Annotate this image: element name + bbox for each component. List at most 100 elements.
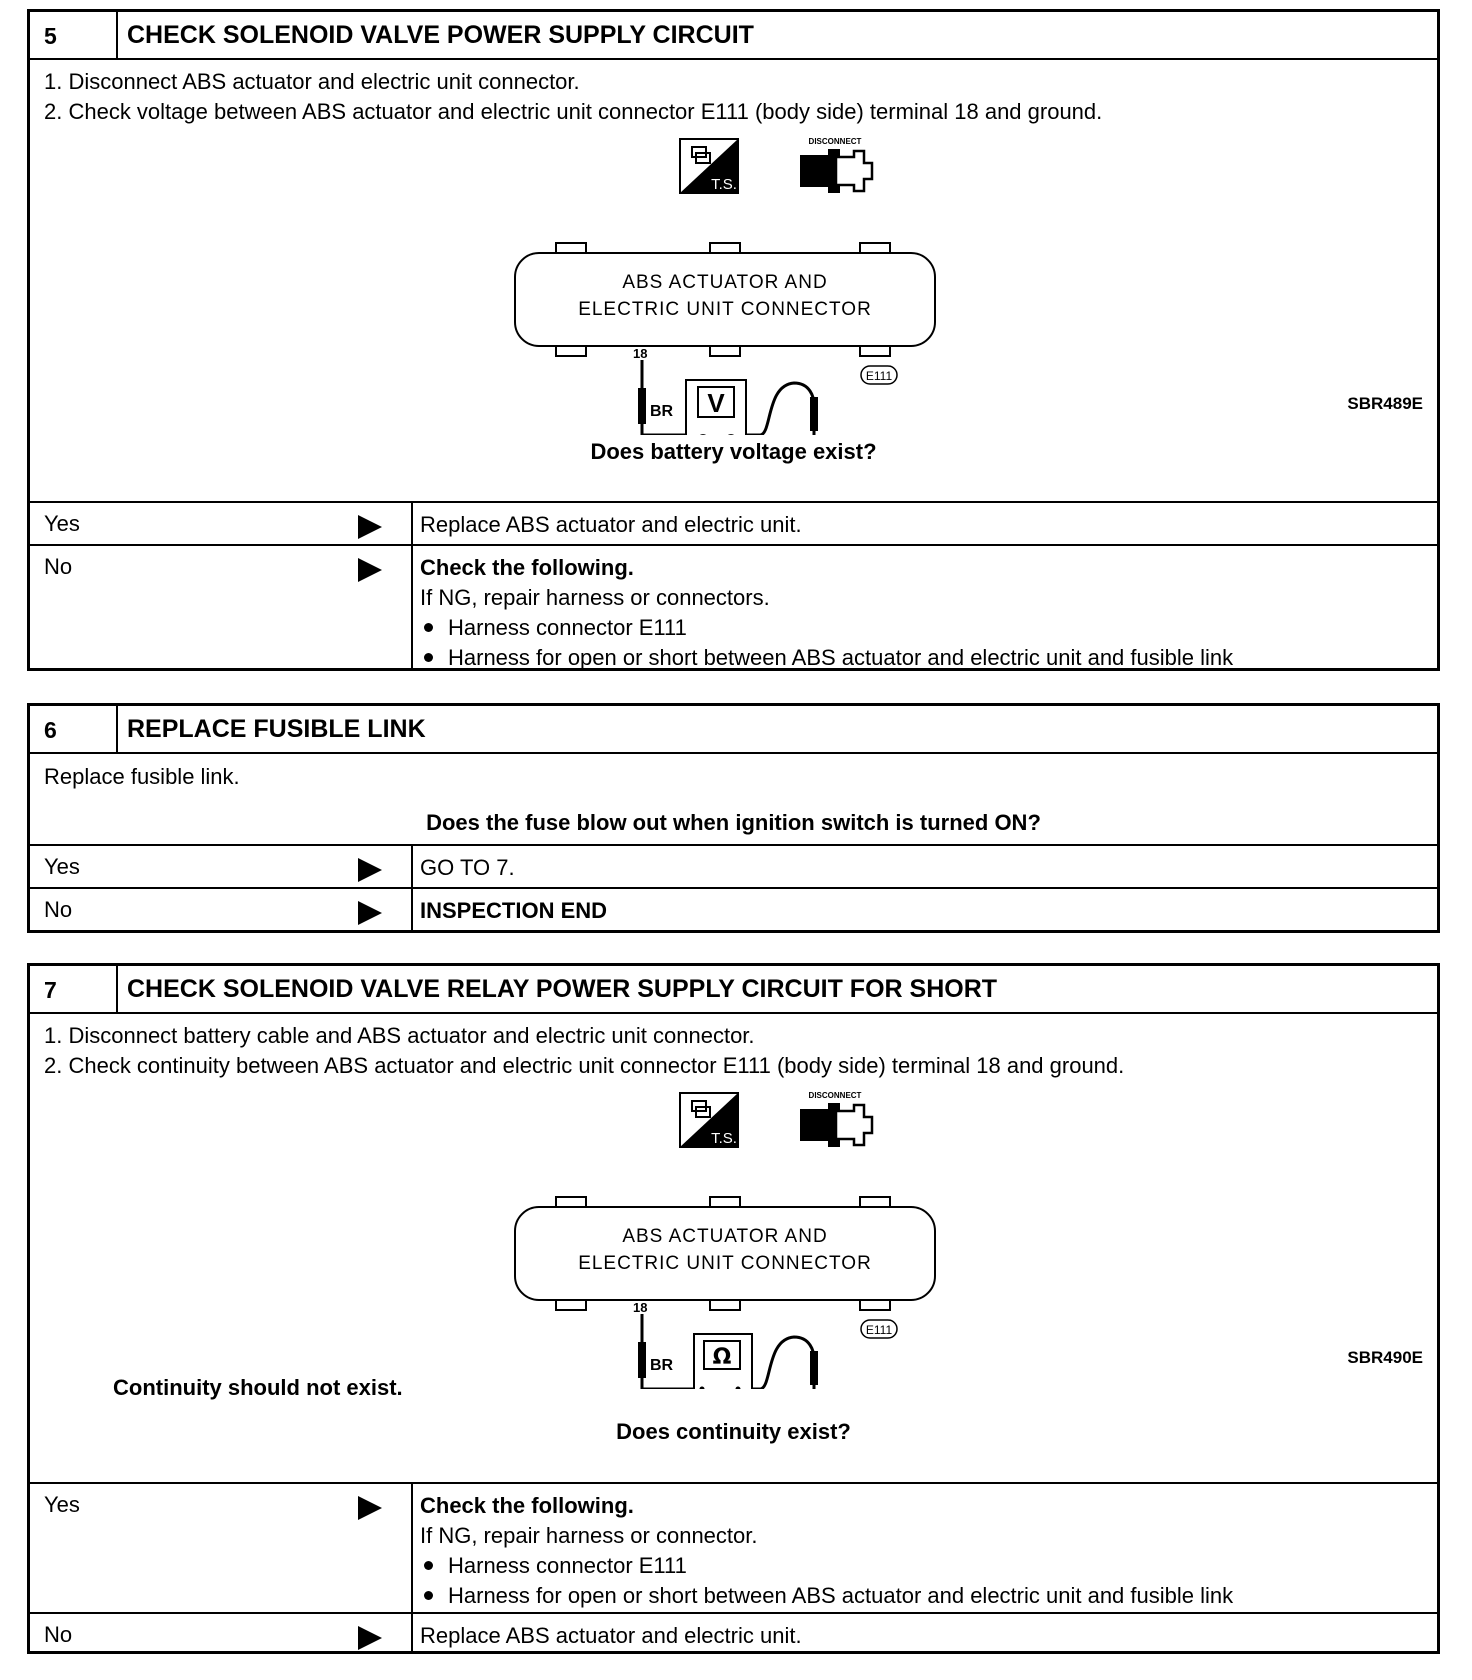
probe-wiring [638, 360, 818, 435]
connector-label-1: ABS ACTUATOR AND [622, 1226, 827, 1247]
ts-icon: T.S. [679, 138, 739, 194]
no-result: Replace ABS actuator and electric unit. [420, 1623, 802, 1648]
step-5-header: 5 CHECK SOLENOID VALVE POWER SUPPLY CIRC… [30, 12, 1437, 60]
question: Does continuity exist? [616, 1419, 851, 1444]
connector-label-1: ABS ACTUATOR AND [622, 272, 827, 293]
question: Does battery voltage exist? [590, 439, 877, 464]
step-6-header: 6 REPLACE FUSIBLE LINK [30, 706, 1437, 754]
arrow-icon [358, 1496, 382, 1520]
no-label: No [44, 1622, 73, 1647]
connector-body [514, 242, 936, 357]
probe-wiring [638, 1314, 818, 1389]
terminal-number: 18 [633, 346, 647, 361]
yes-label-cell: Yes [30, 503, 413, 544]
instruction-1: Replace fusible link. [44, 764, 240, 789]
svg-text:DISCONNECT: DISCONNECT [809, 137, 862, 146]
bullet-icon [420, 1551, 448, 1581]
voltage-check-diagram: T.S. DISCONNECT ABS ACTUATOR AND ELECTRI… [514, 137, 936, 435]
terminal-number: 18 [633, 1300, 647, 1315]
svg-text:V: V [707, 388, 725, 418]
yes-label: Yes [44, 854, 80, 879]
yes-label: Yes [44, 511, 80, 536]
connector-id-badge: E111 [860, 1319, 898, 1339]
no-label-cell: No [30, 889, 413, 932]
yes-label-cell: Yes [30, 846, 413, 887]
yes-row: Yes Replace ABS actuator and electric un… [30, 503, 1437, 546]
yes-row: Yes Check the following. If NG, repair h… [30, 1484, 1437, 1614]
yes-result: GO TO 7. [420, 855, 515, 880]
no-row: No INSPECTION END [30, 889, 1437, 932]
svg-text:T.S.: T.S. [711, 176, 737, 193]
arrow-icon [358, 1626, 382, 1650]
connector-label-2: ELECTRIC UNIT CONNECTOR [578, 1253, 872, 1274]
step-title: REPLACE FUSIBLE LINK [127, 715, 426, 743]
step-number: 5 [30, 12, 118, 58]
svg-text:⊕: ⊕ [696, 430, 710, 435]
bullet-icon [420, 613, 448, 643]
yes-result: Check the following. If NG, repair harne… [413, 1484, 1437, 1612]
no-result: Check the following. If NG, repair harne… [413, 546, 1437, 670]
yes-label-cell: Yes [30, 1484, 413, 1612]
ohmmeter: Ω [693, 1333, 753, 1389]
svg-text:Ω: Ω [713, 1345, 732, 1370]
step-7-block: 7 CHECK SOLENOID VALVE RELAY POWER SUPPL… [27, 963, 1440, 1654]
expected-result-note: Continuity should not exist. [113, 1375, 403, 1400]
bullet-item: Harness connector E111 [420, 1551, 1437, 1581]
arrow-icon [358, 858, 382, 882]
no-row: No Replace ABS actuator and electric uni… [30, 1614, 1437, 1654]
connector-id-badge: E111 [860, 365, 898, 385]
yes-result: Replace ABS actuator and electric unit. [420, 512, 802, 537]
svg-text:E111: E111 [866, 1323, 893, 1337]
bullet-item: Harness connector E111 [420, 613, 1437, 643]
step-number: 6 [30, 706, 118, 752]
question: Does the fuse blow out when ignition swi… [426, 810, 1041, 835]
no-label: No [44, 897, 73, 922]
no-label: No [44, 554, 73, 579]
step-5-block: 5 CHECK SOLENOID VALVE POWER SUPPLY CIRC… [27, 9, 1440, 671]
instruction-1: 1. Disconnect battery cable and ABS actu… [44, 1023, 755, 1048]
disconnect-icon: DISCONNECT [800, 1091, 874, 1147]
bullet-icon [420, 1581, 448, 1611]
figure-id: SBR490E [1347, 1348, 1423, 1367]
wire-color: BR [650, 1357, 674, 1374]
instruction-2: 2. Check voltage between ABS actuator an… [44, 99, 1103, 124]
arrow-icon [358, 558, 382, 582]
connector-label-2: ELECTRIC UNIT CONNECTOR [578, 299, 872, 320]
no-result: INSPECTION END [420, 898, 608, 923]
yes-label: Yes [44, 1492, 80, 1517]
step-7-header: 7 CHECK SOLENOID VALVE RELAY POWER SUPPL… [30, 966, 1437, 1014]
no-label-cell: No [30, 546, 413, 670]
connector-body [514, 1196, 936, 1311]
continuity-check-diagram: T.S. DISCONNECT ABS ACTUATOR AND ELECTRI… [514, 1091, 936, 1389]
no-label-cell: No [30, 1614, 413, 1654]
step-number: 7 [30, 966, 118, 1012]
instruction-2: 2. Check continuity between ABS actuator… [44, 1053, 1125, 1078]
disconnect-icon: DISCONNECT [800, 137, 874, 193]
figure-id: SBR489E [1347, 394, 1423, 413]
svg-text:DISCONNECT: DISCONNECT [809, 1091, 862, 1100]
step-5-body: 1. Disconnect ABS actuator and electric … [30, 60, 1437, 503]
step-6-body: Replace fusible link. Does the fuse blow… [30, 754, 1437, 846]
result-heading: Check the following. [420, 555, 634, 580]
svg-text:⊖: ⊖ [724, 430, 738, 435]
ts-icon: T.S. [679, 1092, 739, 1148]
result-subtext: If NG, repair harness or connectors. [420, 585, 770, 610]
bullet-item: Harness for open or short between ABS ac… [420, 1581, 1437, 1611]
instruction-1: 1. Disconnect ABS actuator and electric … [44, 69, 580, 94]
bullet-icon [420, 643, 448, 673]
yes-row: Yes GO TO 7. [30, 846, 1437, 889]
result-heading: Check the following. [420, 1493, 634, 1518]
result-subtext: If NG, repair harness or connector. [420, 1523, 758, 1548]
svg-text:T.S.: T.S. [711, 1130, 737, 1147]
wire-color: BR [650, 403, 674, 420]
step-title: CHECK SOLENOID VALVE RELAY POWER SUPPLY … [127, 975, 998, 1003]
step-7-body: 1. Disconnect battery cable and ABS actu… [30, 1014, 1437, 1484]
no-row: No Check the following. If NG, repair ha… [30, 546, 1437, 670]
arrow-icon [358, 901, 382, 925]
bullet-item: Harness for open or short between ABS ac… [420, 643, 1437, 673]
voltmeter: V ⊕ ⊖ [685, 379, 747, 435]
step-6-block: 6 REPLACE FUSIBLE LINK Replace fusible l… [27, 703, 1440, 933]
svg-text:E111: E111 [866, 369, 893, 383]
arrow-icon [358, 515, 382, 539]
step-title: CHECK SOLENOID VALVE POWER SUPPLY CIRCUI… [127, 21, 754, 49]
